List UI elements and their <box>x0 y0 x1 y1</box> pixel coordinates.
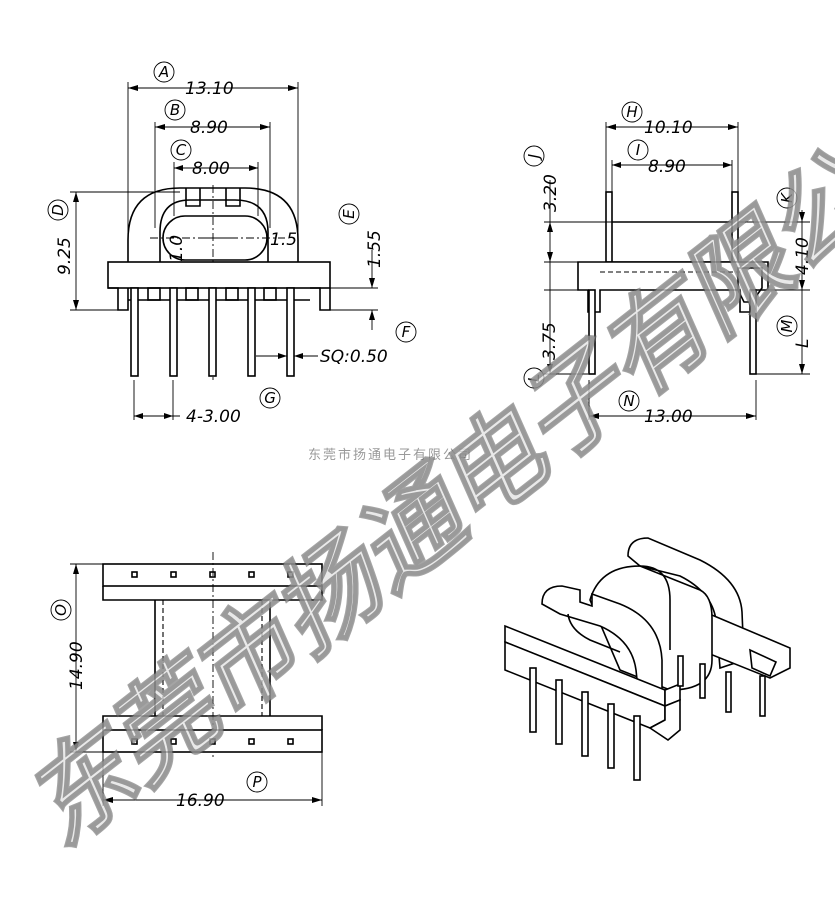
label-B: B <box>170 101 180 119</box>
dim-F: SQ:0.50 <box>320 347 388 367</box>
dim-N: 13.00 <box>644 407 693 427</box>
isometric-view <box>504 537 791 781</box>
front-view: A 13.10 B 8.90 C 8.00 1.0 1.5 D 9.25 <box>47 61 417 427</box>
dim-C: 8.00 <box>192 159 230 179</box>
dim-O: 14.90 <box>67 641 87 690</box>
dim-inner-right: 1.5 <box>270 230 297 250</box>
dim-A: 13.10 <box>185 79 234 99</box>
dim-H: 10.10 <box>644 118 693 138</box>
dim-K: 4.10 <box>793 237 813 275</box>
dim-E: 1.55 <box>365 230 385 268</box>
label-K: K <box>778 192 796 203</box>
dim-P: 16.90 <box>176 791 225 811</box>
top-view: O 14.90 P 16.90 <box>50 552 323 811</box>
dim-B: 8.90 <box>190 118 228 138</box>
label-M: M <box>778 319 796 332</box>
label-E: E <box>340 209 358 219</box>
dim-D: 9.25 <box>55 237 75 275</box>
label-P: P <box>252 773 262 791</box>
label-H: H <box>626 103 637 121</box>
dim-M: L <box>793 339 813 348</box>
label-I: I <box>636 141 641 159</box>
side-view: H 10.10 I 8.90 J 3.20 L 3.75 K 4.10 <box>523 101 813 427</box>
dim-J: 3.20 <box>541 174 561 212</box>
label-C: C <box>176 141 187 159</box>
dim-L: 3.75 <box>540 322 560 360</box>
watermark-large: 东莞市扬通电子有限公司 <box>2 62 835 869</box>
watermark-small: 东莞市扬通电子有限公司 <box>308 447 473 463</box>
dim-G: 4-3.00 <box>186 407 241 427</box>
label-N: N <box>623 392 634 410</box>
label-A: A <box>158 63 169 81</box>
label-O: O <box>52 604 70 616</box>
label-J: J <box>525 154 543 161</box>
label-F: F <box>402 323 411 341</box>
label-L: L <box>525 374 543 382</box>
dim-I: 8.90 <box>648 157 686 177</box>
label-G: G <box>264 389 276 407</box>
label-D: D <box>49 204 67 216</box>
dim-inner-left: 1.0 <box>167 235 187 262</box>
